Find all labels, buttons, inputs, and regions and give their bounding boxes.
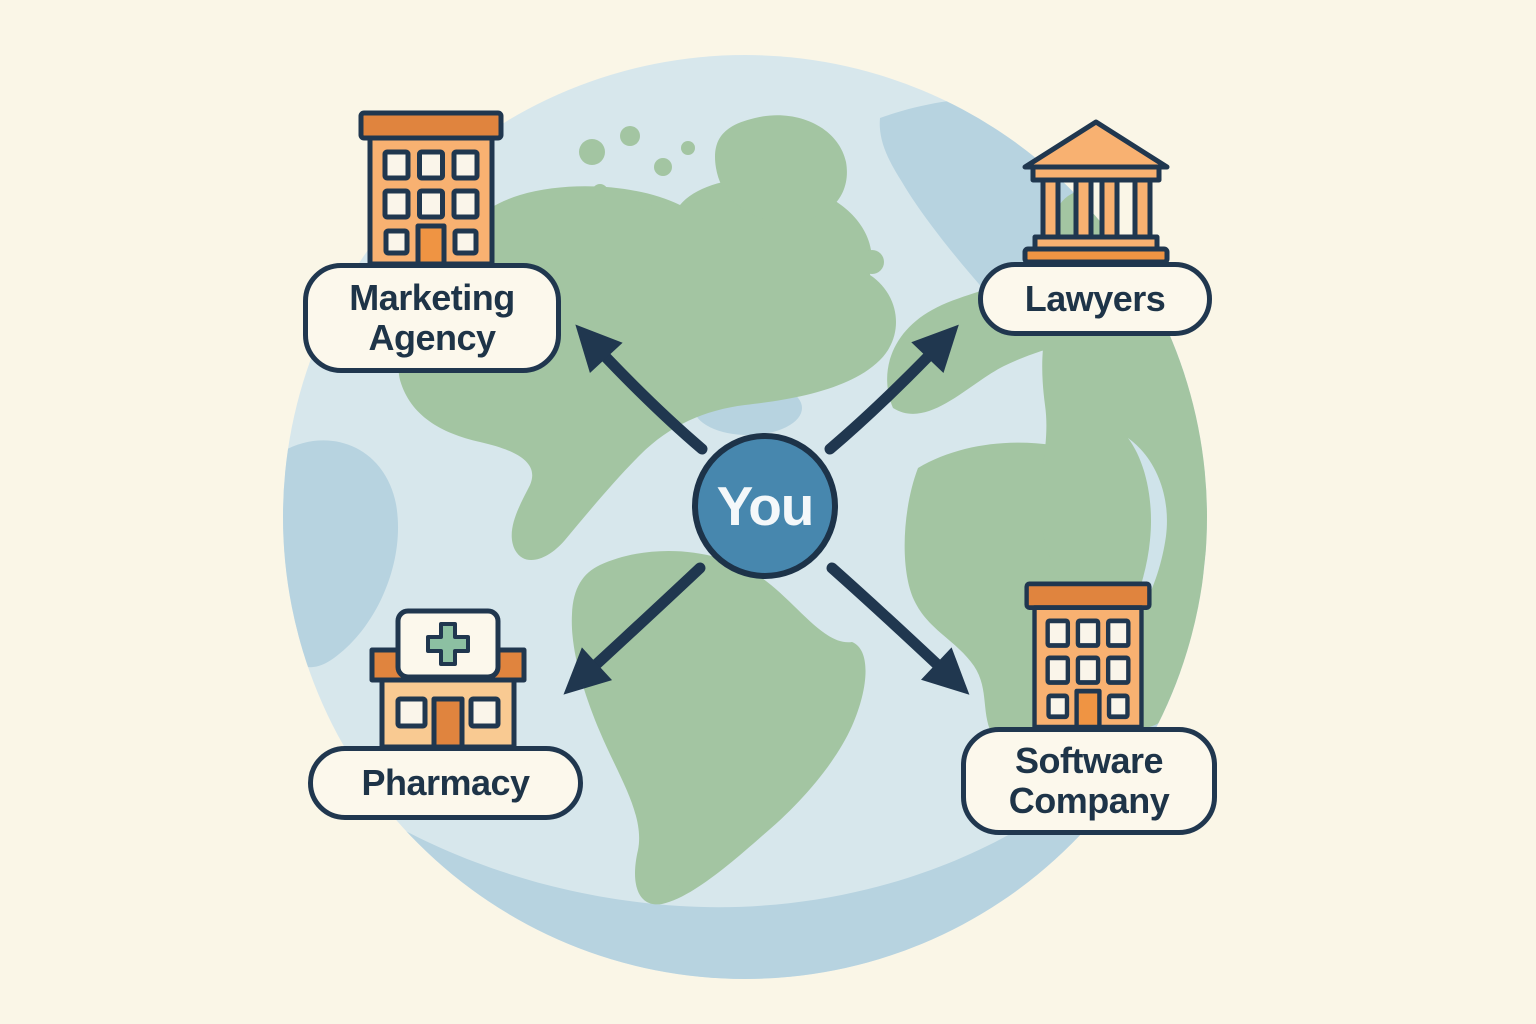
label-marketing-agency: Marketing Agency [303,263,561,373]
lawyers-text: Lawyers [1024,277,1166,319]
connector-arrows [563,324,970,695]
software-company-text: Software Company [1008,739,1170,821]
arrow-to-marketing-agency [575,324,708,455]
courthouse-icon [1022,119,1170,265]
center-you-node: You [692,433,838,579]
arrow-to-software-company [826,562,970,695]
pharmacy-text: Pharmacy [361,761,530,803]
office-building-icon [1024,581,1152,730]
label-software-company: Software Company [961,727,1217,835]
you-text: You [716,475,815,537]
label-pharmacy: Pharmacy [308,746,583,820]
marketing-agency-text: Marketing Agency [349,276,515,358]
label-lawyers: Lawyers [978,262,1212,336]
arrow-to-lawyers [824,324,959,455]
sea-inlet [1118,438,1167,640]
office-building-icon [358,110,504,267]
pharmacy-building-icon [369,608,527,750]
arrow-to-pharmacy [563,562,706,695]
